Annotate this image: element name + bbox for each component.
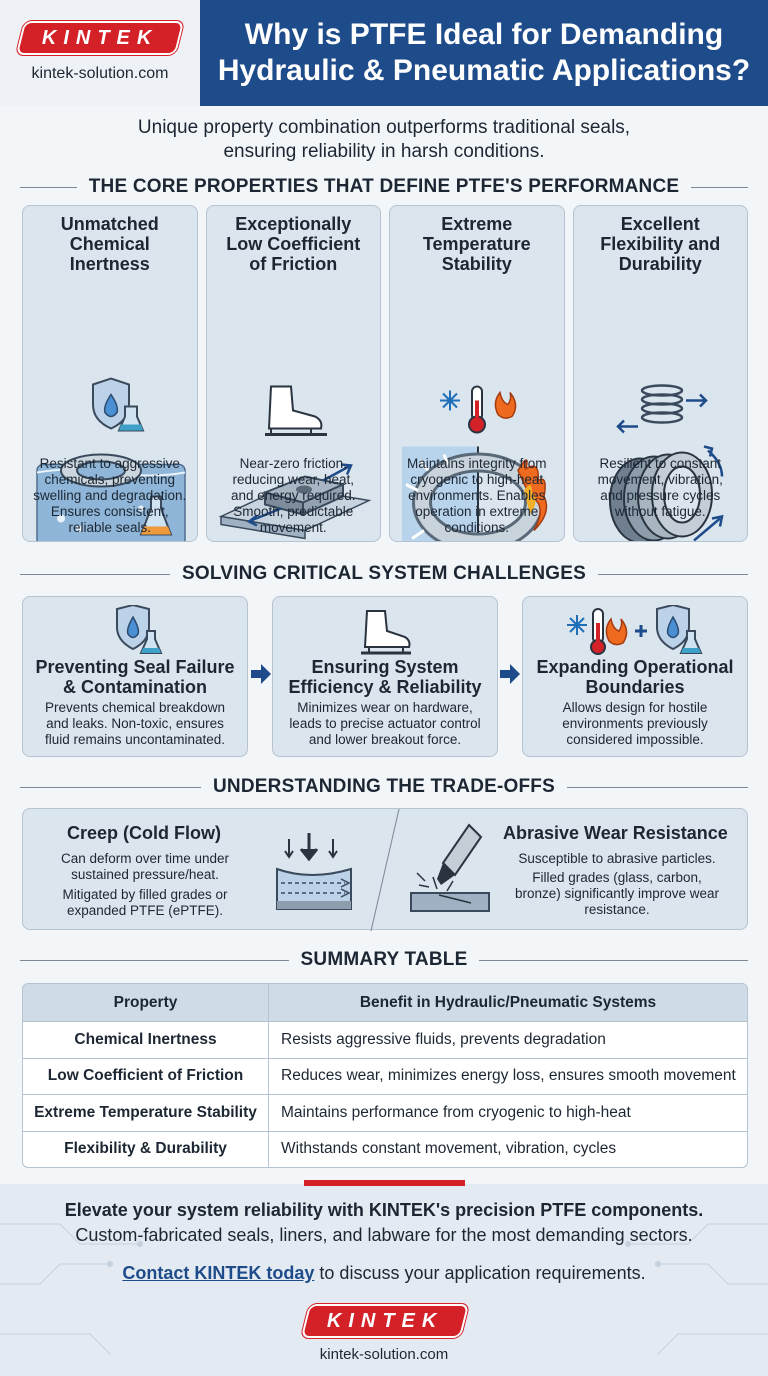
tradeoff-text-abrasion: Susceptible to abrasive particles.Filled…: [514, 851, 720, 917]
circuit-pattern: [0, 1223, 768, 1355]
creep-deformation-icon: [276, 833, 352, 910]
table-cell-property: Extreme Temperature Stability: [23, 1095, 269, 1131]
accent-bar: [304, 1180, 465, 1186]
spring-icon: [608, 384, 724, 541]
divider-line: [370, 809, 400, 931]
tradeoffs-panel: Creep (Cold Flow) Can deform over time u…: [22, 808, 748, 931]
thermometer-icon: [402, 385, 548, 541]
section-heading-table: SUMMARY TABLE: [20, 948, 748, 972]
ice-skate-icon: [361, 610, 411, 655]
arrow-right-icon: [500, 664, 520, 684]
section-heading-challenges: SOLVING CRITICAL SYSTEM CHALLENGES: [20, 562, 748, 586]
abrasion-tool-icon: [410, 823, 490, 912]
table-header-cell: Benefit in Hydraulic/Pneumatic Systems: [359, 993, 657, 1011]
brand-url[interactable]: kintek-solution.com: [31, 65, 169, 82]
contact-link[interactable]: Contact KINTEK today: [122, 1263, 315, 1283]
table-cell-property: Low Coefficient of Friction: [23, 1058, 269, 1094]
table-row: Extreme Temperature Stability Maintains …: [23, 1094, 747, 1131]
ice-skate-icon: [217, 385, 372, 540]
table-row: Flexibility & Durability Withstands cons…: [23, 1130, 747, 1167]
brand-block: KINTEK kintek-solution.com: [0, 0, 200, 106]
chemical-shield-icon: [36, 377, 186, 541]
table-cell-benefit: Resists aggressive fluids, prevents degr…: [281, 1030, 606, 1048]
page-subtitle: Unique property combination outperforms …: [137, 117, 631, 162]
arrow-right-icon: [251, 664, 271, 684]
tradeoff-title-abrasion: Abrasive Wear Resistance: [503, 823, 728, 843]
footer-logo-wrap: KINTEK: [303, 1306, 467, 1336]
section-heading-properties: THE CORE PROPERTIES THAT DEFINE PTFE'S P…: [20, 175, 748, 199]
table-cell-property: Flexibility & Durability: [23, 1131, 269, 1167]
temperature-plus-shield-icon: [567, 605, 703, 655]
header: KINTEK kintek-solution.com Why is PTFE I…: [0, 0, 768, 106]
challenge-row: Preventing Seal Failure& Contamination P…: [22, 596, 748, 757]
table-row: Low Coefficient of Friction Reduces wear…: [23, 1057, 747, 1094]
card-text: Near-zero friction,reducing wear, heat,a…: [230, 456, 356, 535]
kintek-logo[interactable]: KINTEK: [18, 23, 182, 53]
table-cell-benefit: Maintains performance from cryogenic to …: [281, 1103, 631, 1121]
tradeoff-title-creep: Creep (Cold Flow): [67, 823, 221, 843]
footer-url[interactable]: kintek-solution.com: [319, 1346, 449, 1363]
challenge-card-seal-failure: Preventing Seal Failure& Contamination P…: [22, 596, 248, 757]
table-cell-benefit: Reduces wear, minimizes energy loss, ens…: [281, 1067, 736, 1085]
summary-table: Property Benefit in Hydraulic/Pneumatic …: [22, 983, 748, 1168]
footer-headline: Elevate your system reliability with KIN…: [64, 1200, 704, 1220]
table-header-cell: Property: [23, 984, 269, 1021]
footer-cta: Contact KINTEK today to discuss your app…: [122, 1263, 646, 1283]
footer: [0, 1184, 768, 1376]
chemical-shield-icon: [116, 605, 163, 654]
section-heading-tradeoffs: UNDERSTANDING THE TRADE-OFFS: [20, 775, 748, 799]
challenge-text: Minimizes wear on hardware,leads to prec…: [289, 700, 481, 747]
table-row: Chemical Inertness Resists aggressive fl…: [23, 1021, 747, 1058]
table-cell-benefit: Withstands constant movement, vibration,…: [281, 1140, 617, 1158]
table-header-row: Property Benefit in Hydraulic/Pneumatic …: [23, 984, 747, 1021]
challenge-title: Preventing Seal Failure& Contamination: [35, 657, 235, 697]
kintek-logo[interactable]: KINTEK: [303, 1306, 467, 1336]
table-cell-property: Chemical Inertness: [23, 1022, 269, 1058]
footer-subline: Custom-fabricated seals, liners, and lab…: [75, 1225, 693, 1245]
